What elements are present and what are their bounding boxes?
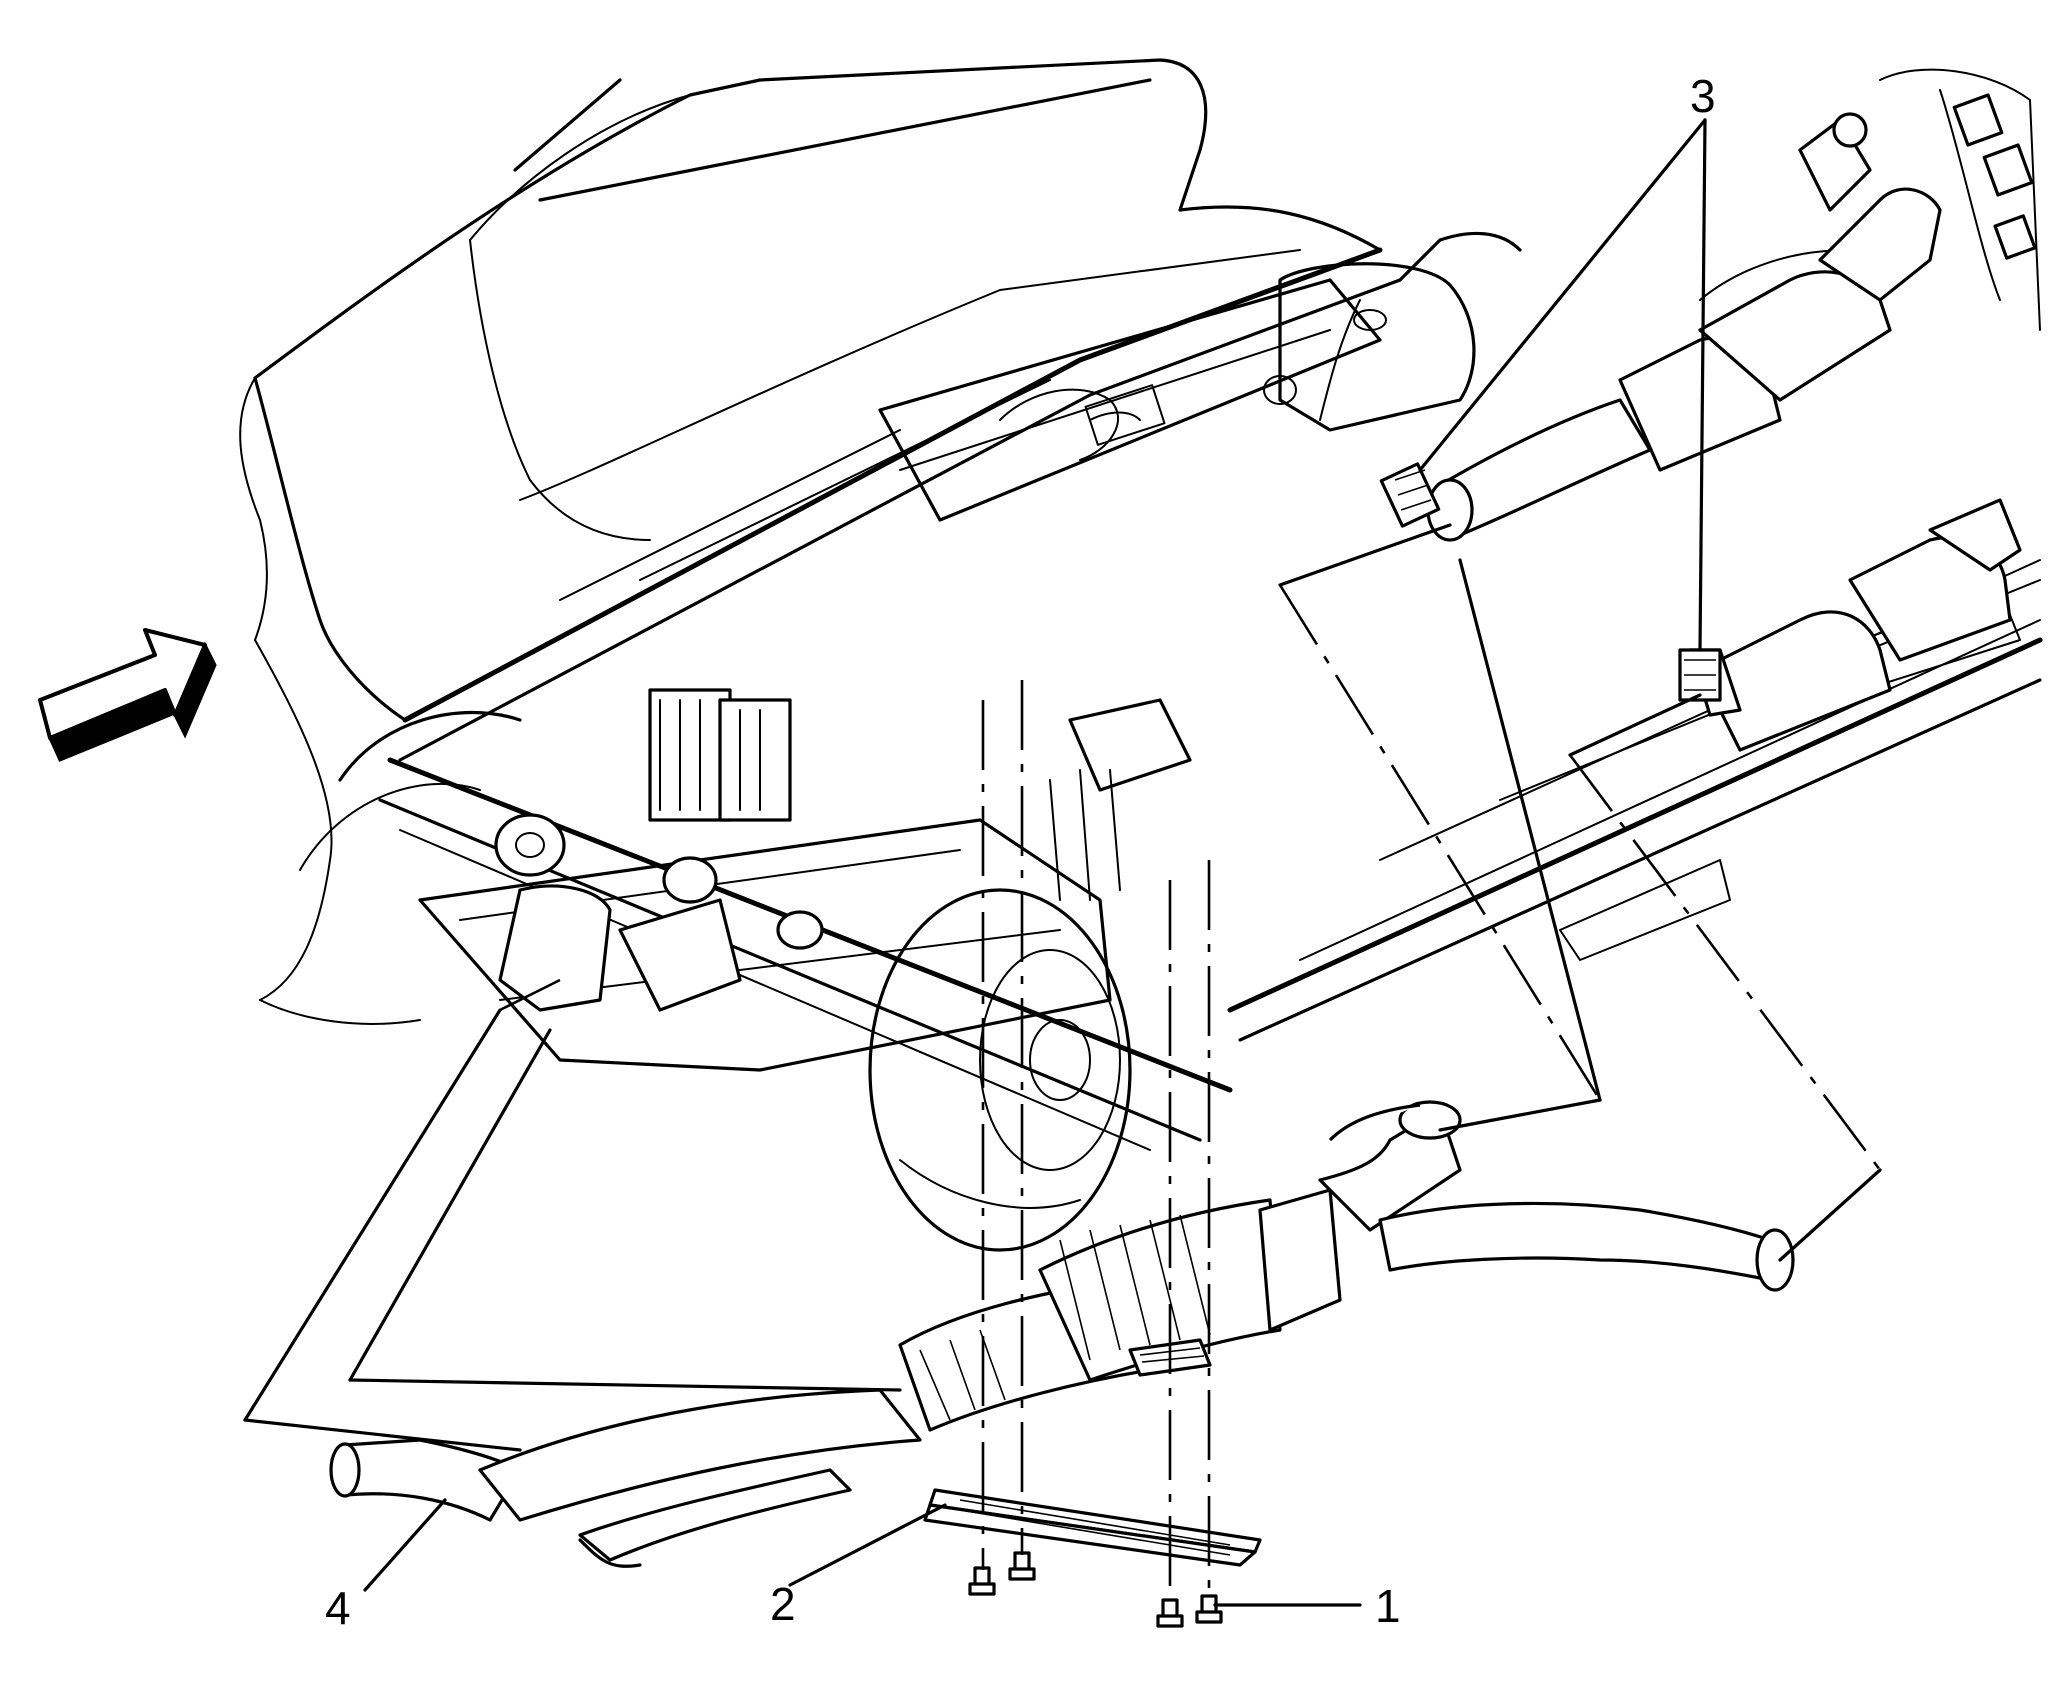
- callout-leaders: [363, 118, 1707, 1607]
- installation-guide-lines: [243, 523, 1882, 1600]
- heat-shield-bracket: [923, 1488, 1262, 1567]
- callout-4: 4: [325, 1582, 351, 1634]
- bolt-1b: [1008, 1551, 1036, 1581]
- fastener-bolts: [968, 1551, 1223, 1628]
- front-direction-arrow-icon: [38, 628, 217, 762]
- catalytic-converter-pipes: [1379, 112, 2022, 752]
- callout-3: 3: [1690, 70, 1716, 122]
- vehicle-body: [239, 58, 2043, 1252]
- callout-1: 1: [1375, 1580, 1401, 1632]
- exhaust-muffler-assembly: [329, 1100, 1795, 1568]
- callout-labels: 1 2 3 4: [325, 70, 1716, 1634]
- callout-2: 2: [770, 1578, 796, 1630]
- bolt-1d: [1195, 1594, 1223, 1624]
- bolt-1c: [1156, 1598, 1184, 1628]
- bolt-1a: [968, 1566, 996, 1596]
